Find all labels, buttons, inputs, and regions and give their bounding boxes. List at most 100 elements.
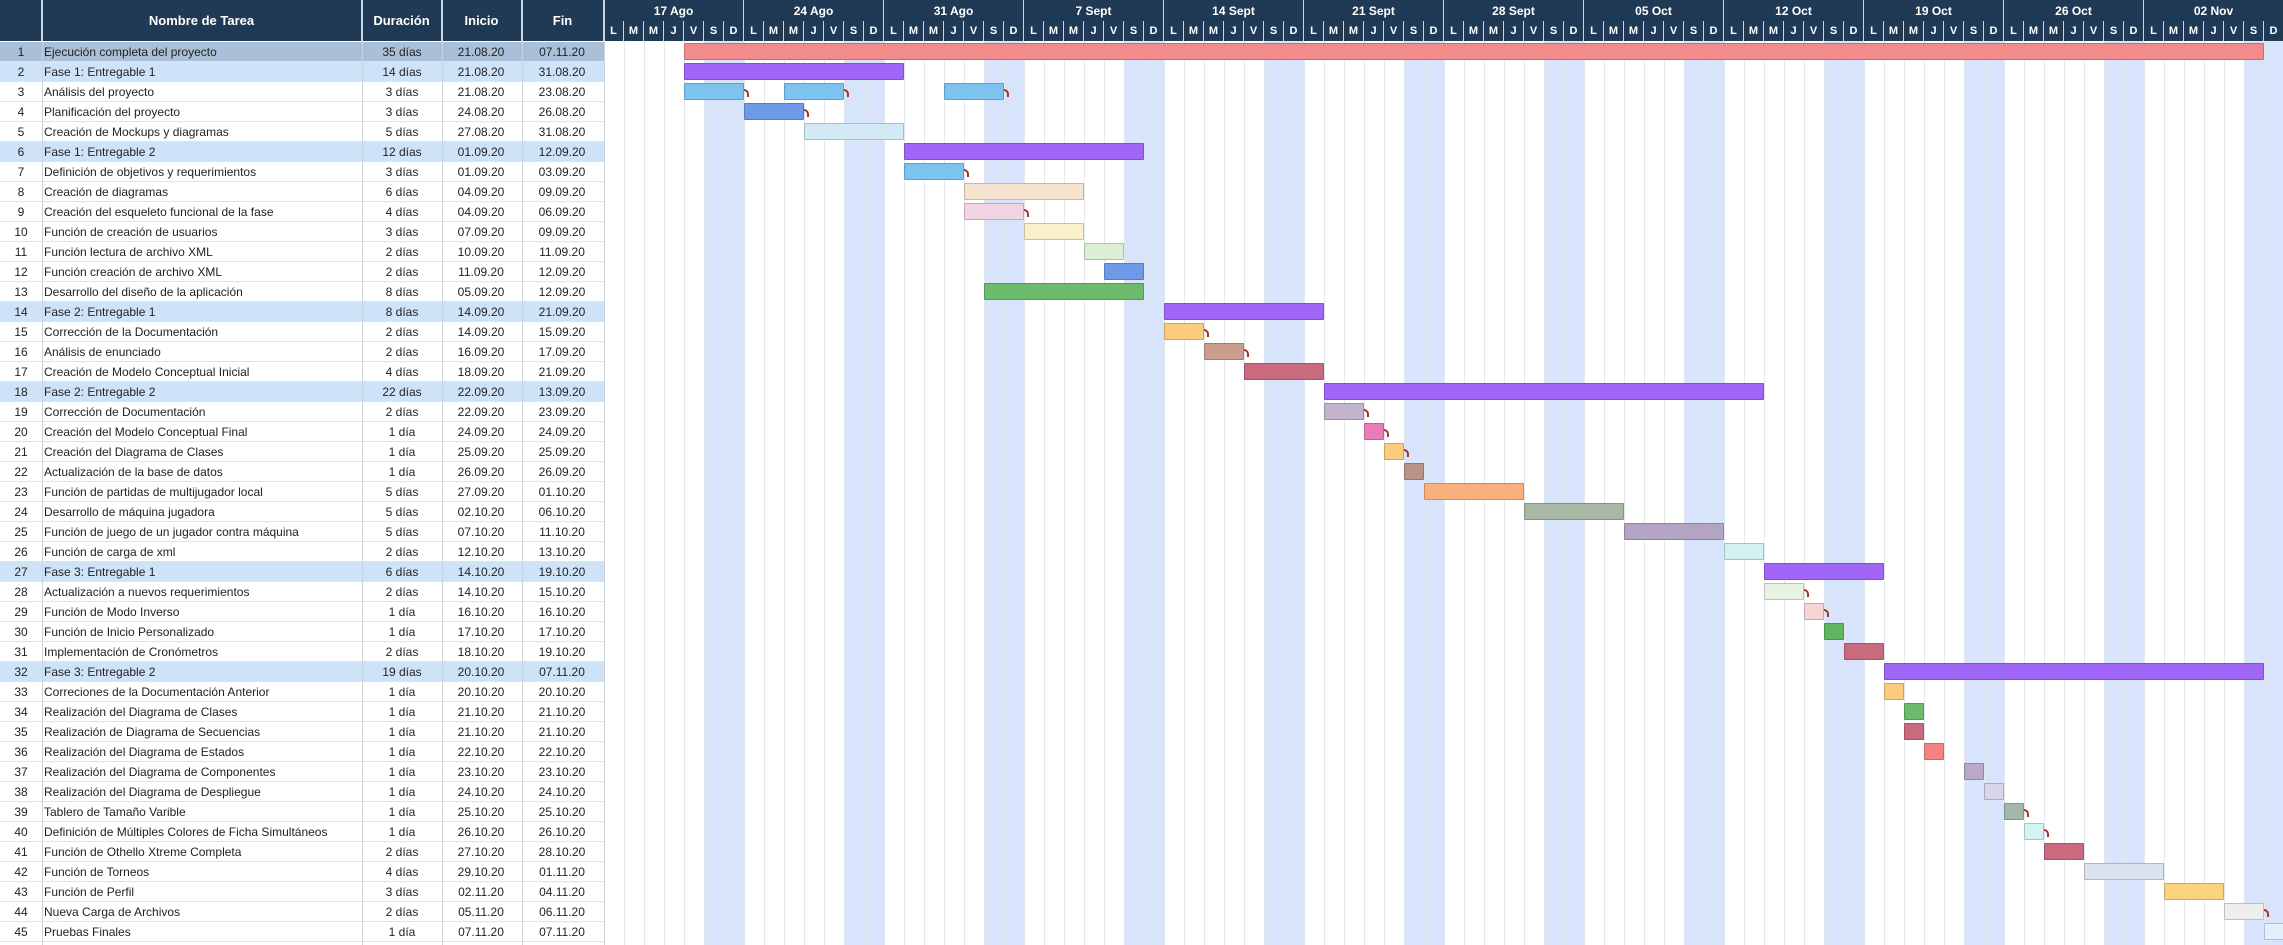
summary-bar[interactable] [1324, 383, 1764, 400]
task-bar[interactable] [784, 83, 844, 100]
task-bar[interactable] [964, 183, 1084, 200]
week-header[interactable]: 26 Oct [2004, 0, 2144, 21]
task-bar[interactable] [904, 163, 964, 180]
week-header[interactable]: 28 Sept [1444, 0, 1584, 21]
summary-bar[interactable] [684, 63, 904, 80]
task-bar[interactable] [1204, 343, 1244, 360]
task-bar[interactable] [1084, 243, 1124, 260]
week-header[interactable]: 12 Oct [1724, 0, 1864, 21]
task-bar[interactable] [1964, 763, 1984, 780]
task-bar[interactable] [744, 103, 804, 120]
id-column-header[interactable] [0, 0, 42, 41]
task-bar[interactable] [1164, 323, 1204, 340]
week-header[interactable]: 14 Sept [1164, 0, 1304, 21]
task-bar[interactable] [1384, 443, 1404, 460]
task-bar[interactable] [1624, 523, 1724, 540]
task-bar[interactable] [1804, 603, 1824, 620]
project-bar[interactable] [684, 43, 2264, 60]
task-bar[interactable] [1884, 683, 1904, 700]
week-header[interactable]: 02 Nov [2144, 0, 2283, 21]
week-header[interactable]: 05 Oct [1584, 0, 1724, 21]
week-header[interactable]: 19 Oct [1864, 0, 2004, 21]
task-bar[interactable] [1524, 503, 1624, 520]
task-bar[interactable] [1424, 483, 1524, 500]
summary-bar[interactable] [904, 143, 1144, 160]
task-bar[interactable] [2004, 803, 2024, 820]
task-name-column-header[interactable]: Nombre de Tarea [42, 0, 362, 41]
end-column-header[interactable]: Fin [522, 0, 604, 41]
task-bar[interactable] [1104, 263, 1144, 280]
week-header[interactable]: 24 Ago [744, 0, 884, 21]
task-bar[interactable] [2264, 923, 2283, 940]
task-bar[interactable] [684, 83, 744, 100]
summary-bar[interactable] [1884, 663, 2264, 680]
task-bar[interactable] [804, 123, 904, 140]
task-bar[interactable] [1844, 643, 1884, 660]
week-header[interactable]: 31 Ago [884, 0, 1024, 21]
summary-bar[interactable] [1164, 303, 1324, 320]
task-bar[interactable] [944, 83, 1004, 100]
task-bar[interactable] [964, 203, 1024, 220]
task-bar[interactable] [2084, 863, 2164, 880]
duration-column-header[interactable]: Duración [362, 0, 442, 41]
task-bar[interactable] [2044, 843, 2084, 860]
task-bar[interactable] [1904, 703, 1924, 720]
task-bar[interactable] [984, 283, 1144, 300]
task-bar[interactable] [1724, 543, 1764, 560]
task-bar[interactable] [1904, 723, 1924, 740]
task-bar[interactable] [2024, 823, 2044, 840]
task-bar[interactable] [1324, 403, 1364, 420]
start-column-header[interactable]: Inicio [442, 0, 522, 41]
task-bar[interactable] [1824, 623, 1844, 640]
task-bar[interactable] [1364, 423, 1384, 440]
week-header[interactable]: 17 Ago [604, 0, 744, 21]
task-bar[interactable] [1924, 743, 1944, 760]
task-bar[interactable] [2164, 883, 2224, 900]
summary-bar[interactable] [1764, 563, 1884, 580]
week-header[interactable]: 7 Sept [1024, 0, 1164, 21]
task-bar[interactable] [1024, 223, 1084, 240]
task-bar[interactable] [1764, 583, 1804, 600]
